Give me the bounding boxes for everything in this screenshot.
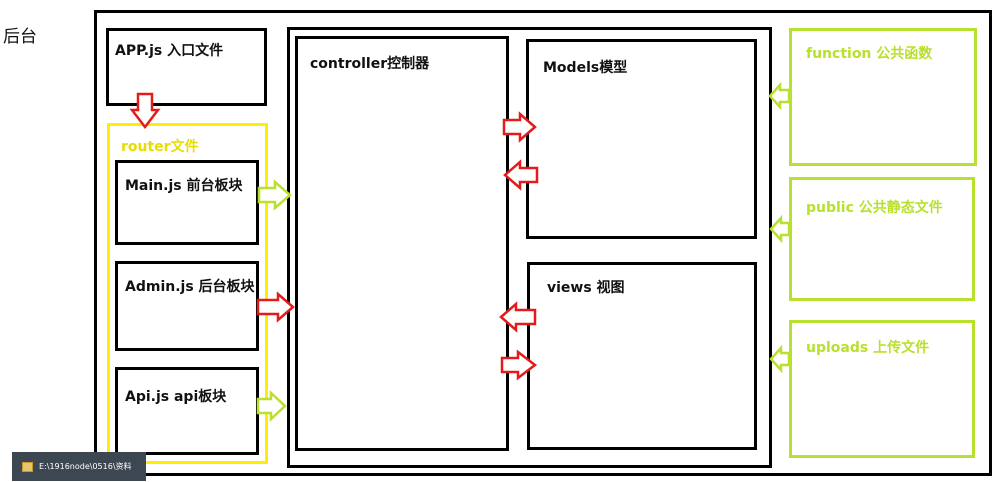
api-box: Api.js api板块 <box>115 367 259 455</box>
folder-path-taskbar[interactable]: E:\1916node\0516\资料 <box>12 452 146 481</box>
controller-to-views-arrow <box>500 349 538 381</box>
folder-icon <box>22 461 33 472</box>
public-box: public 公共静态文件 <box>789 177 975 301</box>
public-to-mvc-arrow <box>769 214 791 244</box>
api-to-controller-arrow <box>256 390 287 422</box>
folder-path-label: E:\1916node\0516\资料 <box>39 462 132 471</box>
views-box: views 视图 <box>527 262 757 450</box>
main-box: Main.js 前台板块 <box>115 160 259 245</box>
page-title: 后台 <box>3 27 37 47</box>
models-to-controller-arrow <box>503 159 539 191</box>
app-to-router-arrow <box>129 92 161 130</box>
public-label: public 公共静态文件 <box>806 200 943 216</box>
app-box: APP.js 入口文件 <box>106 28 267 106</box>
uploads-label: uploads 上传文件 <box>806 340 930 356</box>
uploads-box: uploads 上传文件 <box>789 320 975 458</box>
api-label: Api.js api板块 <box>125 389 227 405</box>
views-to-controller-arrow <box>499 301 537 333</box>
app-label: APP.js 入口文件 <box>115 43 224 59</box>
admin-label: Admin.js 后台板块 <box>125 279 255 295</box>
views-label: views 视图 <box>547 280 625 296</box>
router-label: router文件 <box>121 139 199 155</box>
main-to-controller-arrow <box>257 179 292 211</box>
main-label: Main.js 前台板块 <box>125 178 243 194</box>
models-box: Models模型 <box>526 39 757 239</box>
admin-box: Admin.js 后台板块 <box>115 261 259 351</box>
admin-to-controller-arrow <box>256 291 295 323</box>
models-label: Models模型 <box>543 60 628 76</box>
function-label: function 公共函数 <box>806 46 933 62</box>
uploads-to-mvc-arrow <box>769 344 791 374</box>
controller-to-models-arrow <box>502 111 537 143</box>
function-to-mvc-arrow <box>768 81 791 111</box>
router-box: router文件 <box>107 123 268 464</box>
controller-label: controller控制器 <box>310 56 430 72</box>
controller-box: controller控制器 <box>295 36 509 451</box>
function-box: function 公共函数 <box>789 28 977 166</box>
